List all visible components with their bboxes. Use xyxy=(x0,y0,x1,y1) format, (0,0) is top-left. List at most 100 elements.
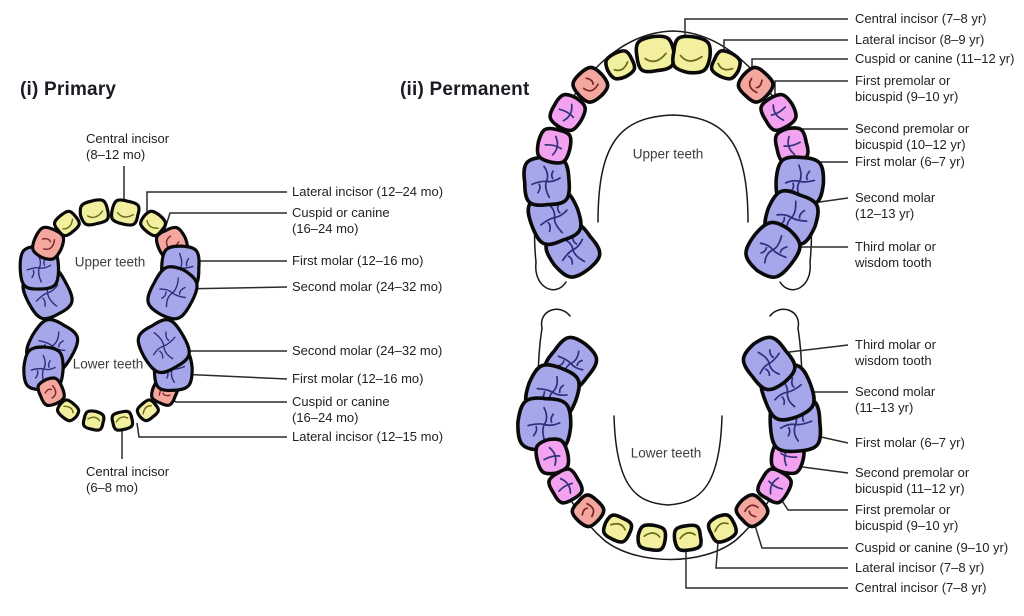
tooth-premolar xyxy=(534,437,571,476)
tooth-premolar xyxy=(548,92,587,133)
tooth-label: Second premolar or bicuspid (10–12 yr) xyxy=(855,121,970,152)
tooth-molar xyxy=(741,335,797,392)
tooth-detail-line xyxy=(768,349,775,359)
tooth-detail-line xyxy=(62,218,74,230)
tooth-canine xyxy=(736,65,775,104)
tooth-shape xyxy=(636,523,668,553)
tooth-premolar xyxy=(547,467,584,505)
tooth-shape xyxy=(734,493,770,529)
tooth-label: First molar (12–16 mo) xyxy=(292,253,424,268)
tooth-detail-line xyxy=(165,331,170,342)
tooth-label: Central incisor (8–12 mo) xyxy=(86,131,170,162)
tooth-detail-line xyxy=(536,387,568,397)
tooth-detail-line xyxy=(780,452,798,459)
tooth-detail-line xyxy=(47,360,51,368)
leader-line xyxy=(167,396,287,403)
tooth-molar xyxy=(516,396,573,453)
tooth-detail-line xyxy=(527,421,561,427)
tooth-shape xyxy=(570,493,606,529)
tooth-incisor xyxy=(110,409,135,432)
tooth-shape xyxy=(634,34,676,74)
tooth-molar xyxy=(744,220,802,279)
tooth-shape xyxy=(36,376,66,408)
tooth-detail-line xyxy=(798,209,806,219)
tooth-label: Third molar or wisdom tooth xyxy=(855,239,936,270)
tooth-detail-line xyxy=(558,108,575,119)
tooth-shape xyxy=(670,34,713,75)
tooth-detail-line xyxy=(26,264,52,271)
leader-line xyxy=(136,422,287,438)
tooth-detail-line xyxy=(585,77,594,86)
tooth-incisor xyxy=(55,398,81,423)
teeth xyxy=(18,34,826,553)
tooth-label: Central incisor (7–8 yr) xyxy=(855,11,987,26)
tooth-label: Lateral incisor (7–8 yr) xyxy=(855,560,985,575)
tooth-detail-line xyxy=(58,340,64,348)
tooth-detail-line xyxy=(783,141,801,148)
tooth-canine xyxy=(570,493,606,529)
gum-outline xyxy=(597,114,749,223)
tooth-detail-line xyxy=(776,213,808,223)
tooth-detail-line xyxy=(540,209,568,226)
tooth-incisor xyxy=(109,198,141,227)
tooth-label: Lateral incisor (12–15 mo) xyxy=(292,429,444,444)
tooth-label: First molar (12–16 mo) xyxy=(292,371,424,386)
tooth-incisor xyxy=(672,523,703,553)
tooth-incisor xyxy=(604,49,637,81)
tooth-shape xyxy=(709,48,743,81)
leader-line xyxy=(146,191,287,213)
tooth-detail-line xyxy=(550,170,554,180)
tooth-label: First molar (6–7 yr) xyxy=(855,435,965,450)
tooth-detail-line xyxy=(34,370,39,379)
tooth-detail-line xyxy=(805,170,811,181)
tooth-detail-line xyxy=(31,269,35,279)
tooth-detail-line xyxy=(643,532,661,538)
tooth-detail-line xyxy=(543,455,561,461)
tooth-incisor xyxy=(636,523,668,553)
tooth-label: Cuspid or canine (16–24 mo) xyxy=(292,394,390,425)
tooth-shape xyxy=(81,409,106,432)
gum-outline xyxy=(779,261,811,291)
leader-line xyxy=(780,344,849,354)
tooth-detail-line xyxy=(178,286,186,295)
tooth-incisor xyxy=(709,48,743,81)
tooth-detail-line xyxy=(51,384,57,399)
tooth-detail-line xyxy=(537,183,541,194)
tooth-molar xyxy=(136,318,191,375)
tooth-detail-line xyxy=(644,52,667,63)
tooth-detail-line xyxy=(115,416,129,423)
tooth-incisor xyxy=(139,209,168,238)
tooth-detail-line xyxy=(714,522,729,533)
tooth-detail-line xyxy=(63,405,74,414)
tooth-detail-line xyxy=(146,219,159,229)
permanent-section-title: (ii) Permanent xyxy=(400,79,530,100)
tooth-detail-line xyxy=(582,83,599,92)
tooth-detail-line xyxy=(781,396,786,406)
tooth-detail-line xyxy=(42,238,56,251)
leader-line xyxy=(794,465,849,474)
tooth-detail-line xyxy=(116,211,134,218)
tooth-detail-line xyxy=(717,62,734,71)
tooth-label: First premolar or bicuspid (9–10 yr) xyxy=(855,73,959,104)
gum-outline xyxy=(613,415,723,506)
tooth-detail-line xyxy=(30,366,56,371)
tooth-incisor xyxy=(634,34,676,74)
tooth-detail-line xyxy=(787,426,791,437)
tooth-label: Cuspid or canine (9–10 yr) xyxy=(855,540,1009,555)
tooth-premolar xyxy=(759,92,798,133)
tooth-detail-line xyxy=(532,425,538,437)
leader-line xyxy=(685,549,848,589)
tooth-detail-line xyxy=(764,368,771,377)
primary-lower-teeth-label: Lower teeth xyxy=(72,356,144,372)
tooth-detail-line xyxy=(547,221,552,233)
tooth-shape xyxy=(601,513,634,544)
tooth-detail-line xyxy=(679,531,696,540)
tooth-label: Central incisor (7–8 yr) xyxy=(855,580,987,595)
tooth-detail-line xyxy=(755,79,763,89)
tooth-detail-line xyxy=(759,352,781,375)
tooth-label: First molar (6–7 yr) xyxy=(855,154,965,169)
tooth-label: Lateral incisor (8–9 yr) xyxy=(855,32,985,47)
tooth-shape xyxy=(31,225,66,261)
tooth-incisor xyxy=(706,512,739,544)
